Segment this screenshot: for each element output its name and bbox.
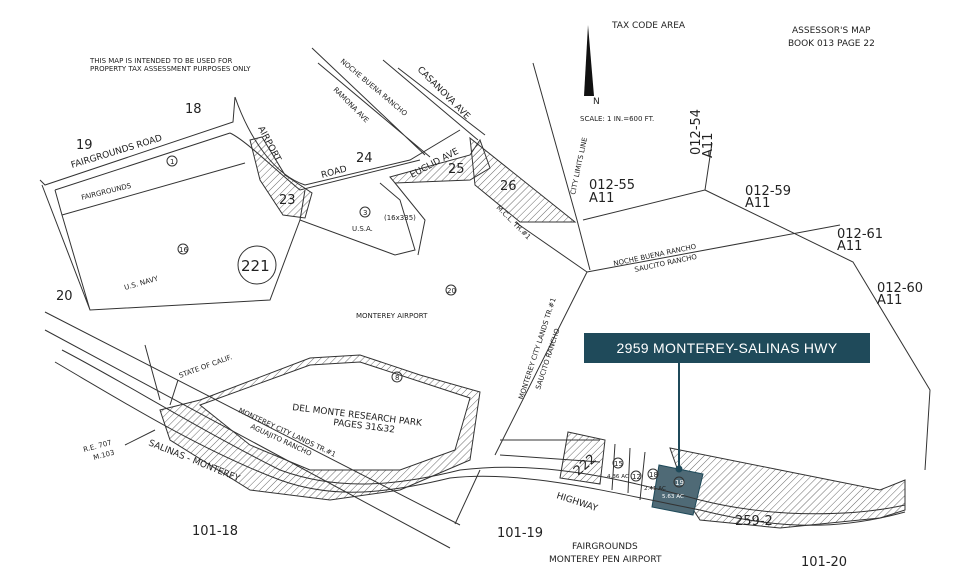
code-012-55-a11: A11 [589,191,614,206]
code-012-54: 012-54 [689,109,704,155]
code-259-2: 259-2 [735,514,773,529]
code-101-18: 101-18 [192,524,238,539]
code-012-59-a11: A11 [745,196,770,211]
area-monterey-pen-airport: MONTEREY PEN AIRPORT [549,555,662,565]
state-calif-leader [124,379,179,446]
area-state-of-calif: STATE OF CALIF. [178,353,233,380]
highway-label: HIGHWAY [555,491,599,514]
salinas-monterey-highway [54,349,906,526]
code-26: 26 [500,179,517,194]
parcel-16: 16 [179,246,188,254]
area-usa-dim: (16x335) [384,214,416,222]
parcel-3: 3 [363,209,367,217]
code-012-59: 012-59 [745,184,791,199]
parcel-222-hatch [559,431,606,485]
area-usa: U.S.A. [352,225,373,233]
scale-label: SCALE: 1 IN.=600 FT. [580,115,654,123]
area-monterey-airport: MONTEREY AIRPORT [356,312,428,320]
disclaimer-line2: PROPERTY TAX ASSESSMENT PURPOSES ONLY [90,65,251,73]
callout-pin-dot [675,465,683,473]
parcel-15-acreage: 4.36 AC [607,474,629,480]
north-arrow-icon [584,25,594,96]
parcel-number-circles [166,155,685,488]
area-fairgrounds: FAIRGROUNDS [81,182,133,202]
parcel-23-hatch [249,136,313,219]
code-012-61-a11: A11 [837,239,862,254]
property-address-callout: 2959 MONTEREY-SALINAS HWY [584,333,870,363]
code-101-19: 101-19 [497,526,543,541]
parcel-12: 12 [632,473,641,481]
code-012-55: 012-55 [589,178,635,193]
code-221: 221 [241,257,270,275]
navy-boundary [41,182,416,311]
code-012-61: 012-61 [837,227,883,242]
parcel-1: 1 [170,158,174,166]
mcl-line [494,221,588,456]
fairgrounds-road-line [39,96,461,191]
city-limits-line [532,62,931,471]
north-label: N [593,97,600,107]
disclaimer-line1: THIS MAP IS INTENDED TO BE USED FOR [89,57,233,65]
parcel-18: 18 [649,471,658,479]
code-012-60-a11: A11 [877,293,902,308]
fairgrounds-lot [54,162,246,216]
rancho-line [586,224,841,273]
code-23: 23 [279,193,296,208]
parallel-boundaries [44,311,601,549]
parcel-19: 19 [675,479,684,487]
parcel-18-acreage: 2.41 AC [644,486,666,492]
parcel-19-acreage: 5.63 AC [662,494,684,500]
street-ramona-ave: RAMONA AVE [332,86,371,125]
subparcel-lines [611,443,646,501]
parcel-8: 8 [395,374,399,382]
code-24: 24 [356,151,373,166]
code-18: 18 [185,102,202,117]
ramona-noche-lines [311,47,486,158]
area-fairgrounds-bottom: FAIRGROUNDS [572,542,638,552]
code-20: 20 [56,289,73,304]
code-012-60: 012-60 [877,281,923,296]
usa-boundary [299,182,426,256]
code-012-54-a11: A11 [701,133,716,158]
book-page-label: BOOK 013 PAGE 22 [788,39,875,49]
code-221-circle [237,245,277,285]
parcel-20: 20 [447,287,456,295]
parcel-15: 15 [614,460,623,468]
parcel-26-hatch [469,136,577,223]
code-101-20: 101-20 [801,555,847,570]
code-19: 19 [76,138,93,153]
parcel-259-2-hatch [669,447,906,529]
area-us-navy: U.S. NAVY [123,274,159,292]
del-monte-inner [198,361,471,471]
tax-code-area-label: TAX CODE AREA [611,21,686,31]
code-25: 25 [448,162,465,177]
city-limits-line-label: CITY LIMITS LINE [569,137,589,196]
assessor-map-title: ASSESSOR'S MAP [792,26,871,36]
